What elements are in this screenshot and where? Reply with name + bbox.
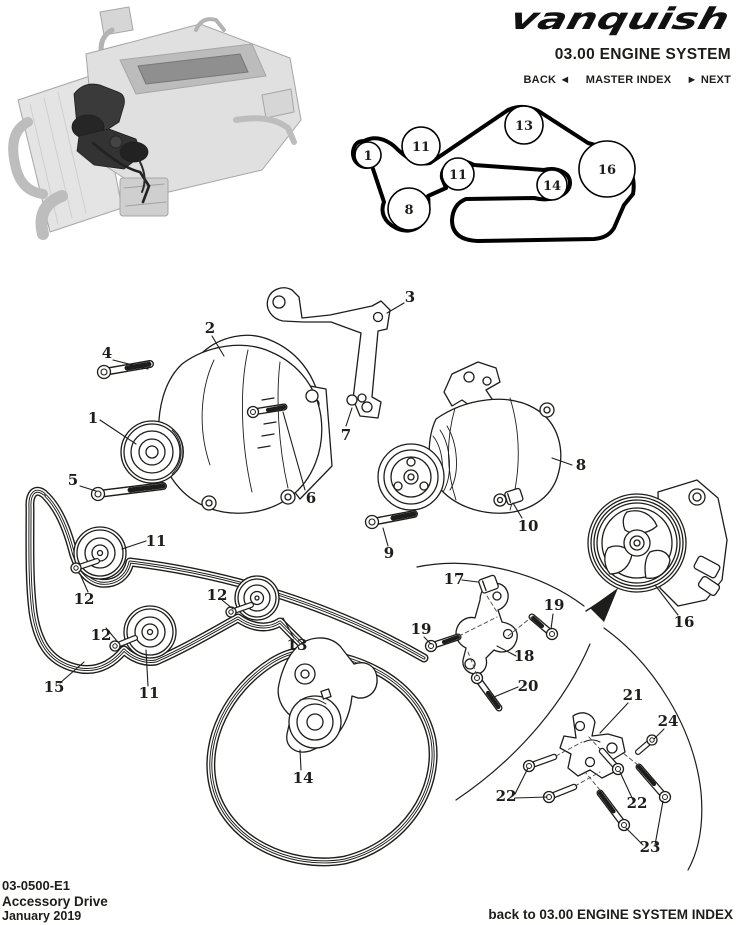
nut-7 xyxy=(346,394,358,406)
nav-back-link[interactable]: BACK ◄ xyxy=(523,74,571,86)
routing-pulley-14 xyxy=(536,169,568,201)
routing-label: 16 xyxy=(598,163,616,178)
bolts xyxy=(70,360,672,832)
assembly-axis-lines xyxy=(458,595,639,791)
nav-next-link[interactable]: ► NEXT xyxy=(686,74,731,86)
callout-labels: 1 2 3 4 5 6 7 8 9 10 11 11 12 12 12 13 1… xyxy=(44,288,695,856)
callout-label: 7 xyxy=(341,426,351,444)
callout-label: 13 xyxy=(287,636,308,654)
power-steering-pump-illustration xyxy=(587,479,728,607)
bolt-4 xyxy=(96,360,154,380)
callout-label: 24 xyxy=(658,712,679,730)
routing-pulley-11a xyxy=(401,126,441,166)
callout-label: 11 xyxy=(146,532,167,550)
routing-label: 8 xyxy=(404,203,413,218)
bolt-12-b xyxy=(109,635,138,652)
callout-label: 19 xyxy=(544,596,565,614)
back-to-index-link[interactable]: back to 03.00 ENGINE SYSTEM INDEX xyxy=(488,907,733,922)
belt-routing-schematic: 1 11 13 16 11 14 8 xyxy=(350,105,636,243)
header-nav: BACK ◄ MASTER INDEX ► NEXT xyxy=(495,74,731,86)
bolt-22-b xyxy=(542,783,578,804)
bolt-22-c xyxy=(598,747,625,776)
bolt-9 xyxy=(364,510,418,530)
callout-label: 23 xyxy=(640,838,661,856)
bolt-22-a xyxy=(522,753,558,773)
vanquish-logo-text: vanquish xyxy=(506,2,731,36)
callout-label: 12 xyxy=(91,626,112,644)
leader-lines xyxy=(59,302,679,846)
callout-label: 12 xyxy=(74,590,95,608)
footer-doc-info: 03-0500-E1 Accessory Drive January 2019 xyxy=(2,879,108,923)
cap-17 xyxy=(478,574,499,594)
callout-label: 19 xyxy=(411,620,432,638)
bolt-23-b xyxy=(635,763,672,804)
ac-compressor-illustration xyxy=(377,361,562,514)
grooved-pulley-13 xyxy=(234,575,280,621)
callout-label: 2 xyxy=(205,319,215,337)
callout-label: 22 xyxy=(627,794,648,812)
cap-10 xyxy=(504,487,524,506)
routing-label: 14 xyxy=(543,179,561,194)
bolt-19-right xyxy=(528,613,559,641)
bolt-23-a xyxy=(596,789,631,832)
callout-label: 9 xyxy=(384,544,394,562)
callout-label: 10 xyxy=(518,517,539,535)
callout-label: 22 xyxy=(496,787,517,805)
routing-label: 1 xyxy=(363,149,372,164)
callout-label: 12 xyxy=(207,586,228,604)
routing-label: 11 xyxy=(449,168,467,183)
direction-arrow-icon xyxy=(590,588,618,622)
callout-label: 8 xyxy=(576,456,586,474)
idler-pulley-lower xyxy=(123,605,177,659)
callout-label: 3 xyxy=(405,288,415,306)
routing-pulley-1 xyxy=(354,141,382,169)
callout-label: 11 xyxy=(139,684,160,702)
callout-label: 5 xyxy=(68,471,78,489)
bolt-12-a xyxy=(70,558,100,574)
routing-pulley-13 xyxy=(504,105,544,145)
routing-pulley-16 xyxy=(578,140,636,198)
doc-date: January 2019 xyxy=(2,909,82,923)
callout-label: 18 xyxy=(514,647,535,665)
routing-pulley-11b xyxy=(441,157,475,191)
belt-tensioner-illustration xyxy=(277,637,378,753)
callout-label: 17 xyxy=(444,570,465,588)
bolt-19-left xyxy=(424,633,462,653)
callout-label: 20 xyxy=(518,677,539,695)
routing-pulley-8 xyxy=(387,187,431,231)
alternator-illustration xyxy=(120,287,391,514)
page-title: 03.00 ENGINE SYSTEM xyxy=(554,46,731,63)
callout-label: 1 xyxy=(88,409,98,427)
callout-label: 16 xyxy=(674,613,695,631)
vanquish-logo: vanquish xyxy=(506,2,733,36)
callout-label: 6 xyxy=(306,489,316,507)
bolt-24 xyxy=(635,734,658,755)
callout-label: 21 xyxy=(623,686,644,704)
divider-arcs xyxy=(416,562,703,871)
mounting-bracket-18 xyxy=(455,574,518,675)
routing-label: 13 xyxy=(515,119,533,134)
bolt-12-c xyxy=(225,602,254,618)
bolt-6 xyxy=(246,403,288,419)
page-header: vanquish 03.00 ENGINE SYSTEM BACK ◄ MAST… xyxy=(495,0,733,86)
bolt-20 xyxy=(470,671,503,712)
engine-overview-illustration xyxy=(8,6,302,240)
doc-number: 03-0500-E1 xyxy=(2,878,70,894)
callout-label: 4 xyxy=(102,344,112,362)
callout-label: 14 xyxy=(293,769,314,787)
routing-label: 11 xyxy=(412,140,430,155)
idler-pulley-upper xyxy=(73,526,127,580)
callout-label: 15 xyxy=(44,678,65,696)
doc-title: Accessory Drive xyxy=(2,893,108,909)
nav-master-index-link[interactable]: MASTER INDEX xyxy=(585,74,672,86)
bolt-5 xyxy=(90,482,167,502)
